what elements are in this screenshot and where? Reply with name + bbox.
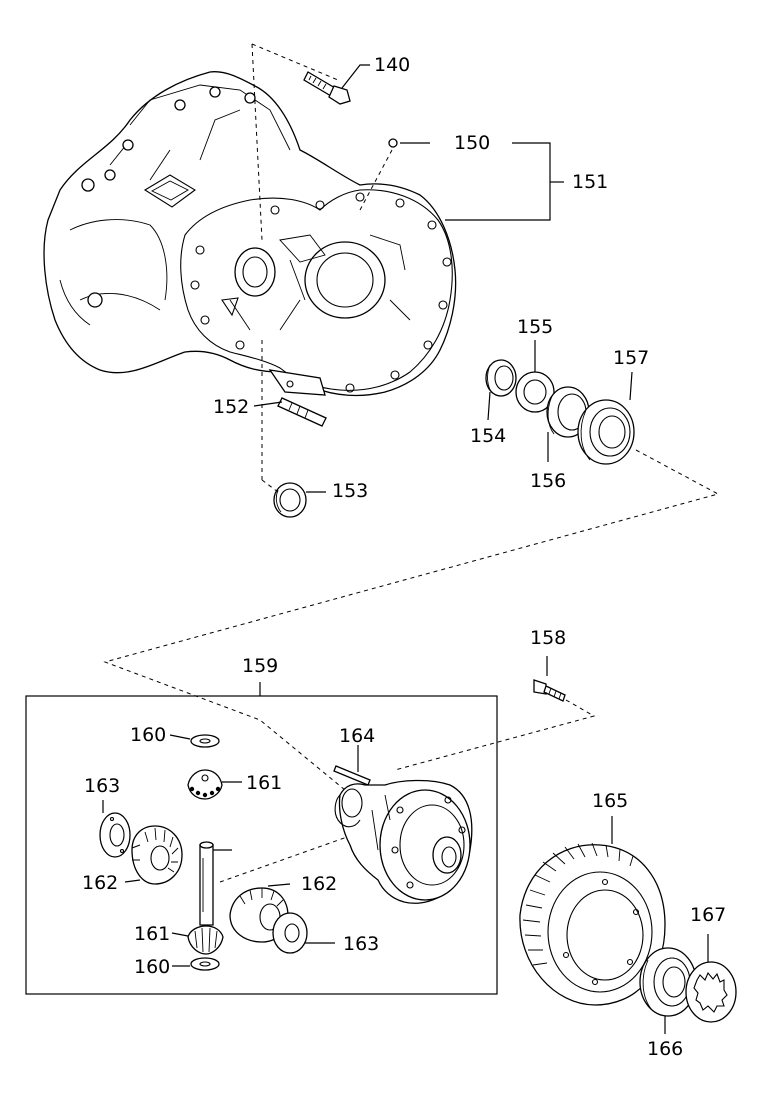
thrust-washer-160-upper	[190, 734, 220, 748]
callout-153: 153	[332, 480, 368, 502]
side-washer-163-right	[272, 912, 308, 954]
pinion-gear-161-lower	[187, 925, 224, 955]
callout-163-right: 163	[343, 933, 379, 955]
side-gear-162-left	[131, 825, 183, 885]
pinion-gear-161-upper	[187, 769, 223, 800]
pinion-shaft	[199, 841, 232, 926]
side-washer-163-left	[99, 812, 131, 858]
callout-157: 157	[613, 347, 649, 369]
callout-161-upper: 161	[246, 772, 282, 794]
callout-167: 167	[690, 904, 726, 926]
shim-155	[515, 371, 555, 413]
callout-158: 158	[530, 627, 566, 649]
ring-gear-165	[519, 842, 666, 1006]
callout-150: 150	[454, 132, 490, 154]
callout-152: 152	[213, 396, 249, 418]
transaxle-case	[43, 71, 457, 397]
callout-160-lower: 160	[134, 956, 170, 978]
callout-164: 164	[339, 725, 375, 747]
straight-pin-164	[333, 765, 371, 786]
callout-151: 151	[572, 171, 608, 193]
callout-140: 140	[374, 54, 410, 76]
callout-161-lower: 161	[134, 923, 170, 945]
callout-162-right: 162	[301, 873, 337, 895]
oil-seal-153	[273, 482, 307, 518]
drive-gear-167	[685, 961, 737, 1023]
callout-165: 165	[592, 790, 628, 812]
thrust-washer-160-lower	[190, 957, 220, 971]
bolt-140	[303, 71, 351, 105]
callout-166: 166	[647, 1038, 683, 1060]
bearing-157	[577, 399, 635, 465]
plug-150	[388, 138, 398, 148]
callout-155: 155	[517, 316, 553, 338]
bolt-158	[533, 679, 566, 702]
callout-163-left: 163	[84, 775, 120, 797]
callout-160-upper: 160	[130, 724, 166, 746]
oil-seal-154	[485, 359, 517, 397]
callout-159: 159	[242, 655, 278, 677]
pin-152	[277, 397, 327, 427]
callout-162-left: 162	[82, 872, 118, 894]
callout-154: 154	[470, 425, 506, 447]
differential-case	[334, 779, 473, 904]
callout-156: 156	[530, 470, 566, 492]
differential-group-box	[25, 695, 498, 995]
